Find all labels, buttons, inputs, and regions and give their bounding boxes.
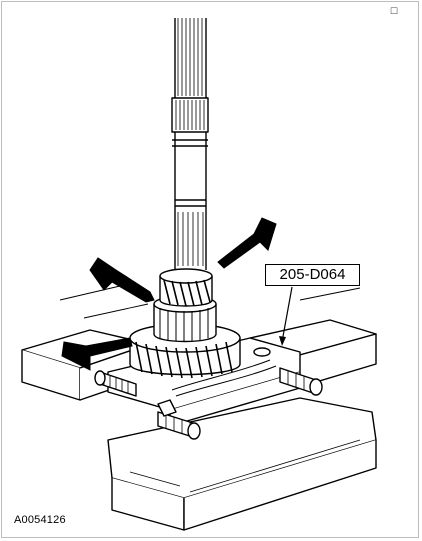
main-shaft [171, 18, 209, 270]
figure-id: A0054126 [14, 514, 66, 526]
special-tool-callout: 205-D064 [265, 264, 360, 286]
separator-bolt-left [94, 370, 137, 397]
separator-bolt-front [157, 399, 201, 440]
separator-bolt-right [279, 367, 323, 396]
callout-leader [281, 286, 293, 343]
press-fixture-block [107, 397, 377, 531]
small-helical-gear [159, 268, 213, 307]
corner-mark: ☐ [389, 6, 398, 16]
arrow-to-large-gear [61, 337, 133, 371]
arrow-to-small-gear [217, 217, 277, 269]
arrow-to-bearing [89, 257, 155, 303]
